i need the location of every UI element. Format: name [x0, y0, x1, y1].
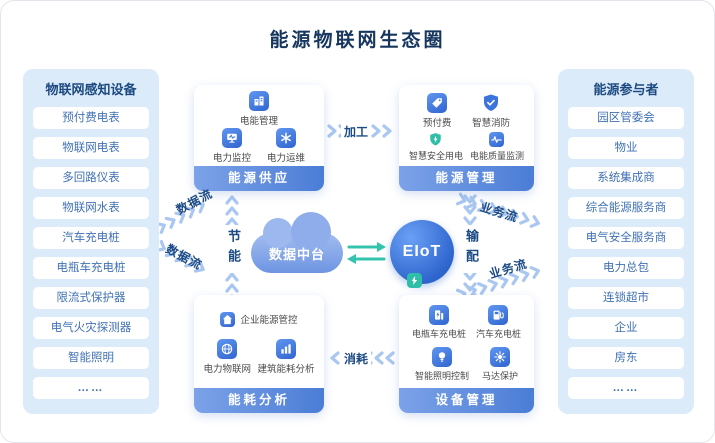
feature-label: 电瓶车充电桩 [411, 329, 466, 340]
device-item-more: …… [33, 377, 149, 399]
device-item-car-charger: 汽车充电桩 [33, 227, 149, 249]
feature-ebike-charger: 电瓶车充电桩 [412, 305, 466, 340]
energy-saving-flow-label: 节能 [223, 225, 244, 273]
iot-devices-panel: 物联网感知设备 预付费电表 物联网电表 多回路仪表 物联网水表 汽车充电桩 电瓶… [23, 69, 159, 414]
feature-label: 马达保护 [481, 370, 518, 381]
building-energy-chart-icon [275, 339, 296, 360]
feature-label: 电力运维 [266, 153, 305, 165]
participant-item-safety-service: 电气安全服务商 [568, 227, 684, 249]
device-item-prepaid-meter: 预付费电表 [33, 107, 149, 129]
module-energy-supply-title: 能源供应 [194, 166, 324, 191]
participant-item-property: 物业 [568, 137, 684, 159]
feature-label: 电能管理 [239, 115, 278, 127]
energy-management-icon [248, 90, 269, 111]
feature-power-iot: 电力物联网 [203, 339, 251, 375]
feature-smart-lighting-control: 智能照明控制 [414, 346, 469, 382]
module-device-management: 电瓶车充电桩 汽车充电桩 智能照明控制 [399, 295, 534, 413]
fire-shield-icon [481, 93, 501, 113]
device-item-multiloop-meter: 多回路仪表 [33, 167, 149, 189]
feature-label: 汽车充电桩 [475, 329, 521, 340]
feature-car-charger: 汽车充电桩 [476, 305, 521, 340]
feature-label: 电力物联网 [203, 364, 251, 376]
module-device-management-title: 设备管理 [399, 388, 534, 413]
feature-power-monitoring: 电力监控 [213, 128, 251, 164]
eiot-label: EIoT [402, 243, 442, 260]
participant-item-integrator: 系统集成商 [568, 167, 684, 189]
device-item-ebike-charger: 电瓶车充电桩 [33, 257, 149, 279]
power-monitoring-icon [221, 128, 242, 149]
energy-participants-panel-title: 能源参与者 [593, 82, 659, 97]
power-iot-globe-icon [217, 339, 238, 360]
feature-power-ops: 电力运维 [267, 128, 305, 164]
prepaid-icon [427, 92, 448, 113]
participant-item-landlord: 房东 [568, 347, 684, 369]
participant-item-power-contractor: 电力总包 [568, 257, 684, 279]
participant-item-park-committee: 园区管委会 [568, 107, 684, 129]
participant-item-enterprise: 企业 [568, 317, 684, 339]
module-energy-management-title: 能源管理 [399, 166, 534, 191]
feature-prepaid: 预付费 [422, 92, 452, 129]
module-energy-analysis: 企业能源管控 电力物联网 建筑能耗分析 能耗分析 [194, 295, 324, 413]
motor-protection-icon [489, 346, 510, 367]
power-quality-icon [489, 132, 505, 148]
diagram-title: 能源物联网生态圈 [269, 30, 446, 51]
feature-motor-protection: 马达保护 [481, 346, 518, 382]
feature-label: 电力监控 [212, 153, 251, 165]
exchange-arrows [347, 242, 386, 264]
power-ops-icon [275, 128, 296, 149]
consumption-flow-label: 消耗 [341, 350, 372, 367]
energy-participants-panel: 能源参与者 园区管委会 物业 系统集成商 综合能源服务商 电气安全服务商 电力总… [558, 69, 694, 414]
smart-lighting-icon [431, 346, 452, 367]
feature-smart-fire: 智慧消防 [472, 93, 510, 129]
iot-devices-panel-title: 物联网感知设备 [45, 82, 137, 97]
feature-energy-management: 电能管理 [239, 90, 278, 127]
device-item-iot-water-meter: 物联网水表 [33, 197, 149, 219]
enterprise-energy-icon [220, 311, 236, 327]
distribution-flow-label: 输配 [461, 225, 482, 273]
device-item-fire-detector: 电气火灾探测器 [33, 317, 149, 339]
feature-power-quality: 电能质量监测 [470, 132, 524, 162]
processing-flow-label: 加工 [341, 123, 372, 140]
ebike-charger-icon [428, 305, 449, 326]
eiot-circle: EIoT [390, 220, 454, 284]
safe-power-shield-icon [428, 132, 443, 147]
device-item-iot-meter: 物联网电表 [33, 137, 149, 159]
device-item-smart-lighting: 智能照明 [33, 347, 149, 369]
participant-item-more: …… [568, 377, 684, 399]
data-platform-cloud: 数据中台 [251, 212, 343, 273]
eiot-charging-badge-icon [407, 273, 422, 288]
feature-label: 电能质量监测 [469, 151, 524, 162]
data-platform-label: 数据中台 [268, 246, 325, 262]
device-item-current-limiter: 限流式保护器 [33, 287, 149, 309]
module-energy-management: 预付费 智慧消防 智慧安全用电 [399, 85, 534, 191]
participant-item-supermarket: 连锁超市 [568, 287, 684, 309]
feature-label: 智慧安全用电 [408, 151, 463, 162]
feature-building-energy: 建筑能耗分析 [257, 339, 315, 376]
feature-label: 企业能源管控 [240, 315, 298, 327]
module-energy-analysis-title: 能耗分析 [194, 388, 324, 413]
feature-enterprise-energy: 企业能源管控 [197, 311, 321, 327]
feature-label: 智能照明控制 [414, 370, 469, 381]
feature-label: 智慧消防 [472, 117, 511, 129]
feature-safe-power: 智慧安全用电 [409, 132, 463, 162]
car-charger-icon [488, 305, 509, 326]
feature-label: 预付费 [422, 117, 452, 129]
feature-label: 建筑能耗分析 [257, 364, 315, 376]
participant-item-energy-service: 综合能源服务商 [568, 197, 684, 219]
module-energy-supply: 电能管理 电力监控 电力运维 能源供应 [194, 85, 324, 191]
